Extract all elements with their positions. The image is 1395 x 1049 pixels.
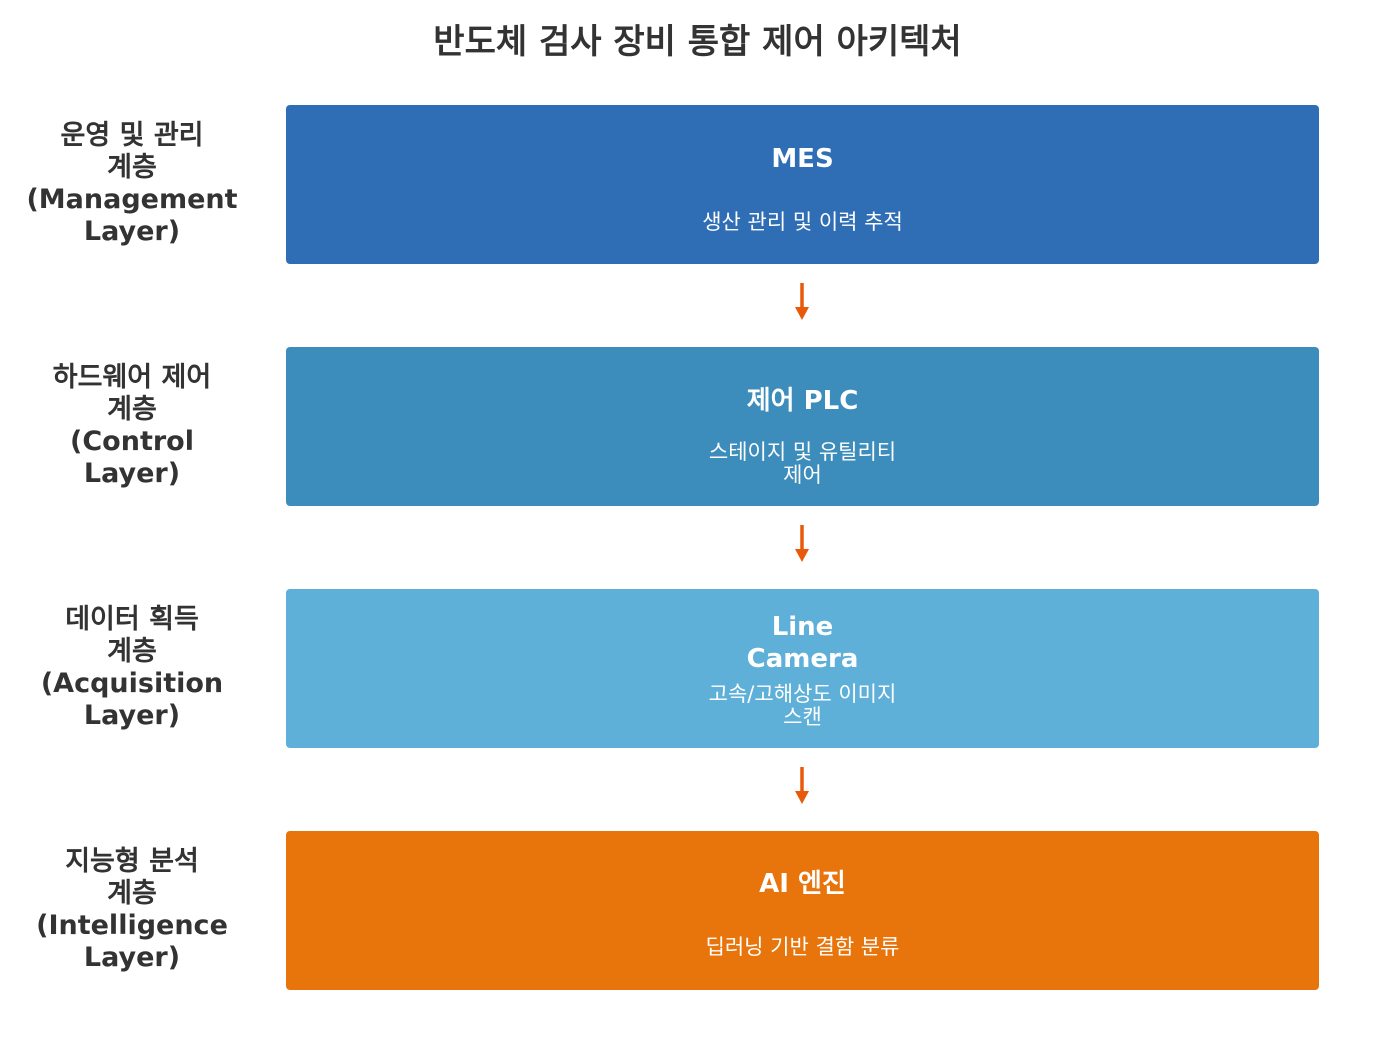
flow-arrow-down-icon (795, 525, 809, 562)
plc-box: 제어 PLC 스테이지 및 유틸리티 제어 (286, 347, 1319, 506)
layer-label-acquisition: 데이터 획득 계층 (Acquisition Layer) (40, 604, 224, 731)
ai-engine-box-description: 딥러닝 기반 결함 분류 (705, 935, 900, 959)
ai-engine-box: AI 엔진 딥러닝 기반 결함 분류 (286, 831, 1319, 990)
line-camera-box-description: 고속/고해상도 이미지 스캔 (708, 682, 897, 729)
layer-label-intelligence: 지능형 분석 계층 (Intelligence Layer) (36, 846, 228, 973)
mes-box-title: MES (771, 144, 834, 174)
plc-box-description: 스테이지 및 유틸리티 제어 (708, 440, 897, 487)
flow-arrow-down-icon (795, 767, 809, 804)
plc-box-title: 제어 PLC (746, 386, 859, 416)
line-camera-box-title: Line Camera (746, 612, 859, 674)
mes-box-description: 생산 관리 및 이력 추적 (702, 210, 903, 234)
flow-arrow-down-icon (795, 283, 809, 320)
mes-box: MES 생산 관리 및 이력 추적 (286, 105, 1319, 264)
diagram-title: 반도체 검사 장비 통합 제어 아키텍처 (433, 22, 962, 62)
layer-label-management: 운영 및 관리 계층 (Management Layer) (26, 120, 238, 247)
line-camera-box: Line Camera 고속/고해상도 이미지 스캔 (286, 589, 1319, 748)
ai-engine-box-title: AI 엔진 (759, 869, 846, 899)
layer-label-control: 하드웨어 제어 계층 (Control Layer) (52, 362, 212, 489)
